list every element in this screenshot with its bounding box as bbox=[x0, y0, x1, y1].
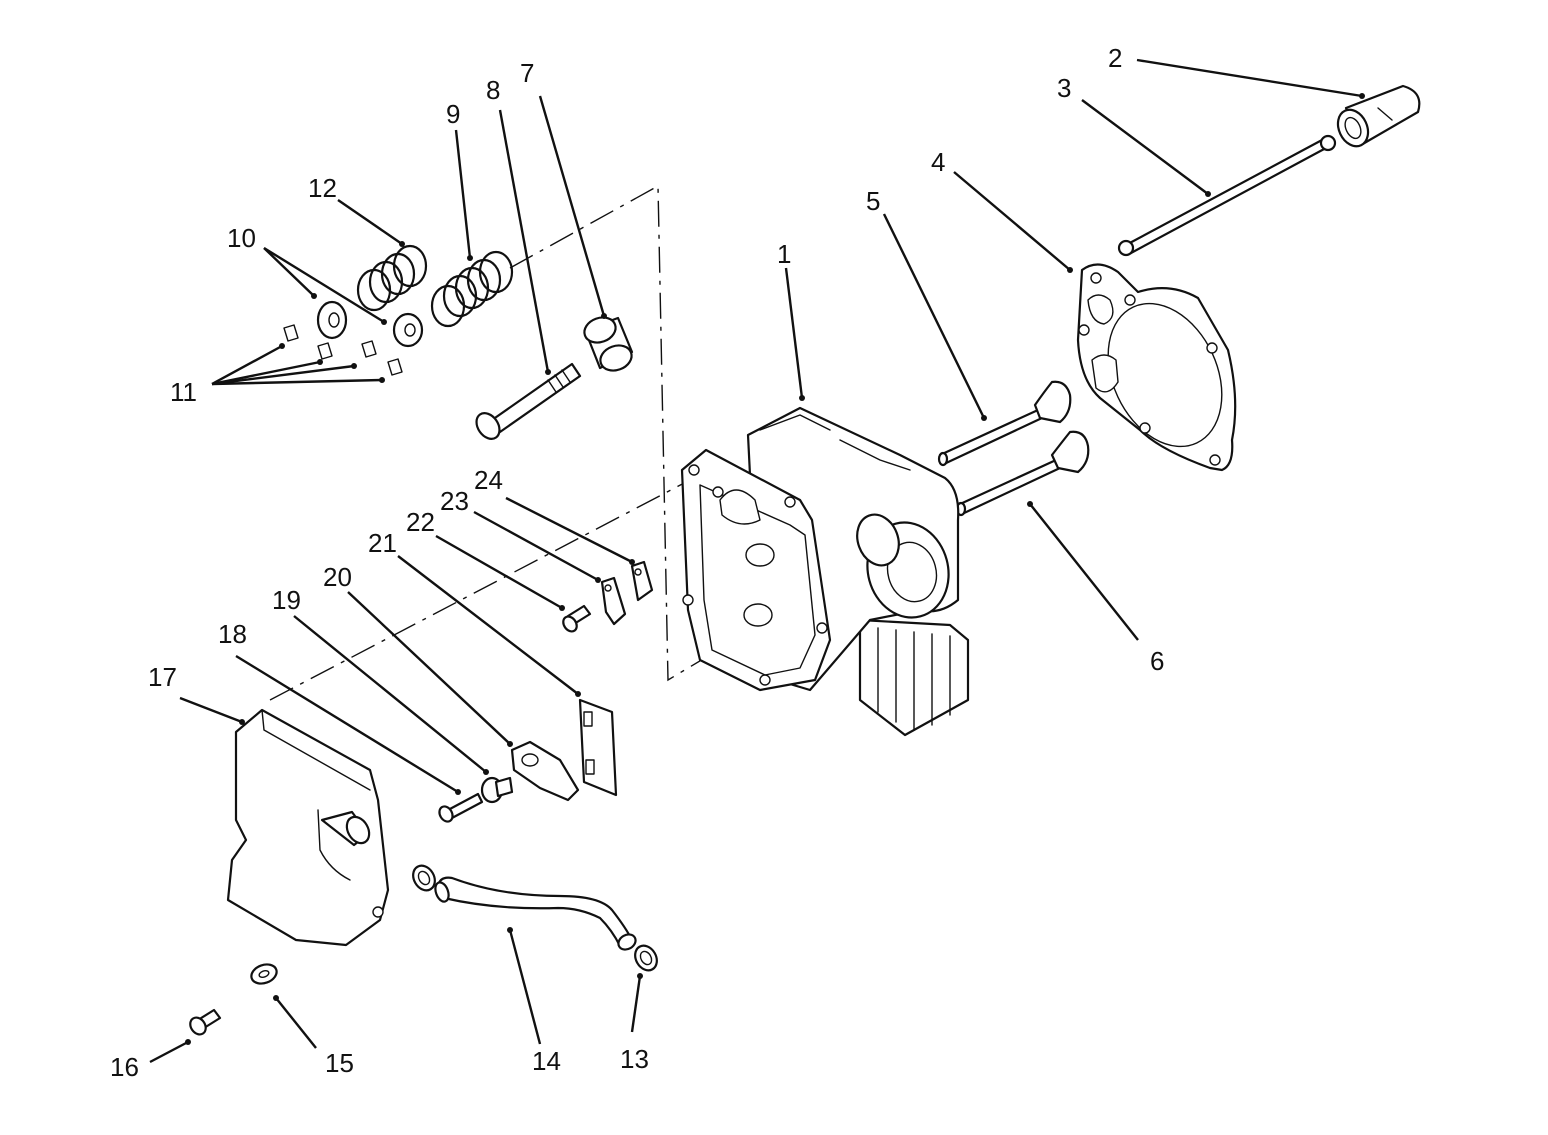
push-rod-tube-icon bbox=[1336, 84, 1421, 148]
callout-16: 16 bbox=[110, 1052, 139, 1082]
callout-9: 9 bbox=[446, 99, 460, 129]
callout-21: 21 bbox=[368, 528, 397, 558]
leader-dots bbox=[185, 93, 1365, 1045]
callout-7: 7 bbox=[520, 58, 534, 88]
valve-spring-12-icon bbox=[356, 244, 428, 312]
screw-22-icon bbox=[562, 604, 592, 633]
callout-3: 3 bbox=[1057, 73, 1071, 103]
callout-2: 2 bbox=[1108, 43, 1122, 73]
callout-11: 11 bbox=[170, 377, 197, 407]
bracket-23-icon bbox=[600, 576, 627, 626]
bolt-icon bbox=[475, 362, 582, 440]
push-rod-icon bbox=[1117, 134, 1337, 257]
washer-icon bbox=[250, 963, 278, 985]
callout-5: 5 bbox=[866, 186, 880, 216]
callout-6: 6 bbox=[1150, 646, 1164, 676]
valve-cover-icon bbox=[226, 708, 390, 947]
guide-bushing-icon bbox=[583, 316, 634, 372]
spring-retainer-icon bbox=[316, 300, 424, 348]
leader-lines bbox=[149, 58, 1363, 1064]
callout-14: 14 bbox=[532, 1046, 561, 1076]
callout-23: 23 bbox=[440, 486, 469, 516]
screw-16-icon bbox=[189, 1008, 222, 1036]
breather-hose-icon bbox=[434, 876, 637, 951]
bracket-24-icon bbox=[630, 560, 654, 602]
head-gasket-icon bbox=[1076, 263, 1237, 472]
callout-10: 10 bbox=[227, 223, 256, 253]
assembly-guide-lines bbox=[269, 184, 756, 701]
callout-13: 13 bbox=[620, 1044, 649, 1074]
callout-22: 22 bbox=[406, 507, 435, 537]
rocker-arm-icon bbox=[510, 740, 580, 802]
callout-18: 18 bbox=[218, 619, 247, 649]
plate-icon bbox=[578, 698, 618, 797]
pivot-stud-icon bbox=[480, 776, 514, 804]
valve-keeper-icon bbox=[283, 324, 403, 376]
valve-spring-9-icon bbox=[430, 250, 514, 328]
callout-4: 4 bbox=[931, 147, 945, 177]
callout-8: 8 bbox=[486, 75, 500, 105]
hose-clamp-icon bbox=[412, 864, 658, 972]
callout-24: 24 bbox=[474, 465, 503, 495]
callout-20: 20 bbox=[323, 562, 352, 592]
callout-15: 15 bbox=[325, 1048, 354, 1078]
callout-12: 12 bbox=[308, 173, 337, 203]
callout-19: 19 bbox=[272, 585, 301, 615]
callout-1: 1 bbox=[777, 239, 791, 269]
valve-5-icon bbox=[937, 380, 1072, 467]
screw-18-icon bbox=[438, 792, 484, 823]
cylinder-head-icon bbox=[680, 406, 970, 737]
callout-17: 17 bbox=[148, 662, 177, 692]
callout-labels: 1 2 3 4 5 6 7 8 9 10 11 12 13 14 15 16 1… bbox=[110, 43, 1164, 1082]
